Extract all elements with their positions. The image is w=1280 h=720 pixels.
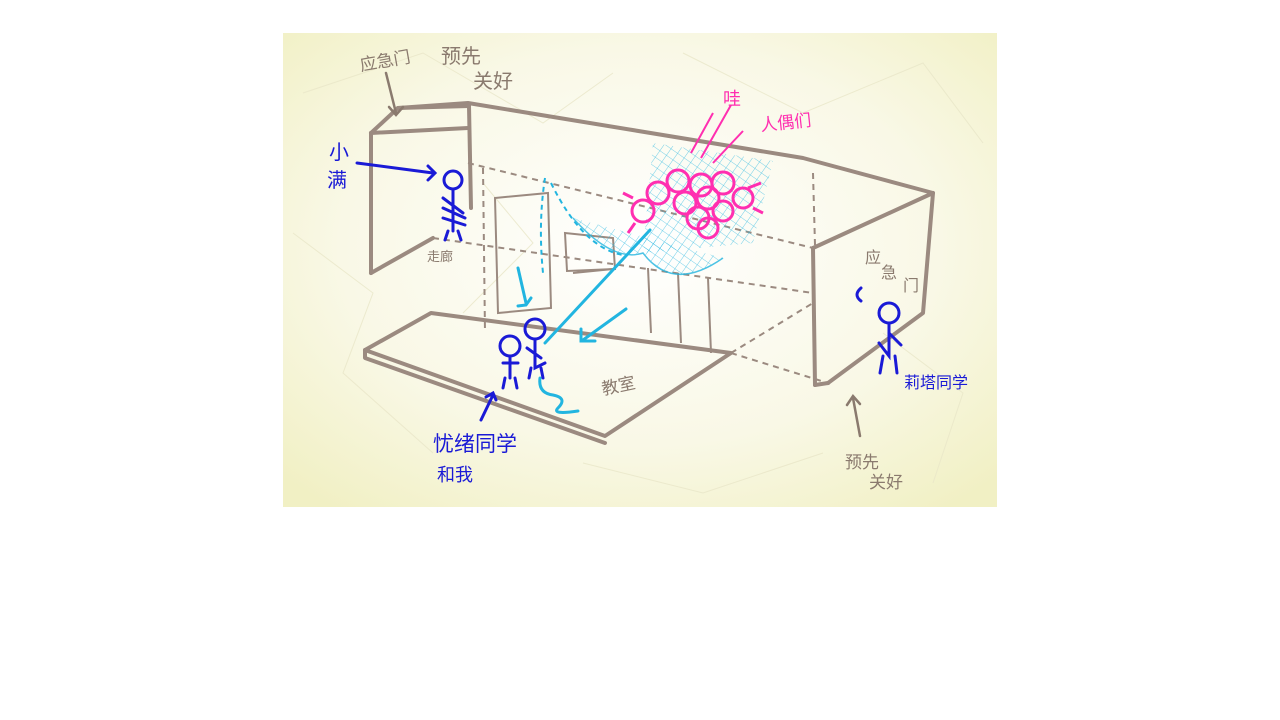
sketch-illustration: 应急门 预先 关好 哇 人偶们 小 满 走廊 教室 应 急 门 莉塔同学 忧绪同… — [283, 33, 997, 507]
figures — [355, 161, 903, 422]
paper-creases — [292, 52, 984, 494]
emergency-door-right-label-1: 应 — [865, 248, 881, 267]
door-arrows — [384, 71, 862, 438]
closed-in-advance-bottom-line2: 关好 — [869, 473, 903, 493]
closed-in-advance-top-line1: 预先 — [441, 44, 481, 68]
xiaoman-label-line1: 小 — [329, 140, 349, 164]
wow-label: 哇 — [723, 89, 741, 110]
youxu-label-line1: 忧绪同学 — [433, 432, 517, 456]
corridor-label: 走廊 — [427, 249, 453, 265]
closed-in-advance-bottom-line1: 预先 — [845, 453, 879, 473]
xiaoman-label-line2: 满 — [327, 168, 347, 192]
dolls — [622, 104, 764, 240]
emergency-door-right-label-2: 急 — [881, 263, 897, 282]
sketch-canvas: 应急门 预先 关好 哇 人偶们 小 满 走廊 教室 应 急 门 莉塔同学 忧绪同… — [283, 33, 997, 507]
building-outline — [363, 101, 935, 445]
closed-in-advance-top-line2: 关好 — [473, 69, 513, 93]
emergency-door-right-label-3: 门 — [903, 276, 919, 295]
building-dashed-lines — [432, 162, 829, 384]
youxu-label-line2: 和我 — [437, 465, 473, 486]
paper-background — [283, 33, 997, 507]
rope-and-arrows — [516, 228, 652, 414]
rita-label: 莉塔同学 — [904, 373, 968, 392]
